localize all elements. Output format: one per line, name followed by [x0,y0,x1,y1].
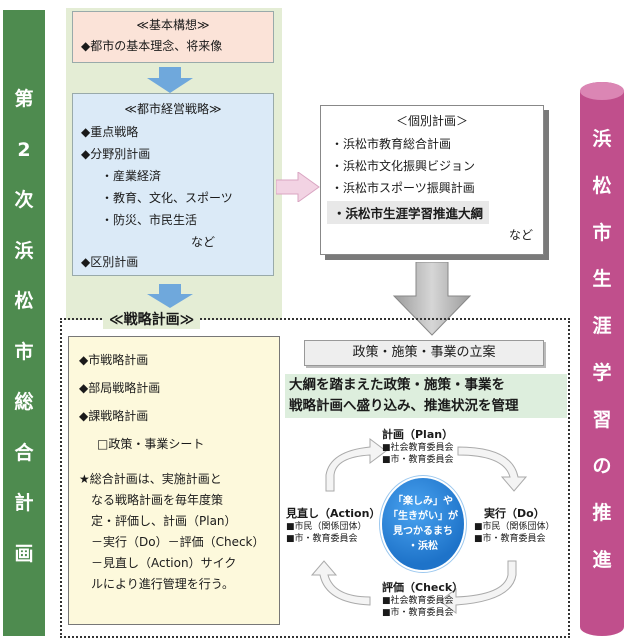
senryaku-note: ★総合計画は、実施計画と なる戦略計画を毎年度策 定・評価し、計画（Plan） … [79,469,269,595]
center-line: 「生きがい」が [388,511,458,522]
kobetsu-title: ＜個別計画＞ [395,114,468,128]
action-line: ■市民（関係団体） [286,522,367,532]
left_banner-char: 次 [14,189,34,212]
toshi-line: ◆区別計画 [81,255,139,269]
plan-title: 計画（Plan） [382,428,454,441]
kihon-title: ≪基本構想≫ [136,18,210,32]
right_banner-char: 浜 [592,128,612,150]
cycle-arrow-icon [457,446,528,492]
arrow-down-icon [147,67,193,93]
cycle-arrows [310,438,528,614]
center-line: 「楽しみ」や [393,496,453,507]
right_banner-char: 学 [592,361,612,384]
note-line: なる戦略計画を毎年度策 [91,493,224,507]
taiko-rest: へ盛り込み、推進状況を管理 [343,398,519,414]
left_banner-char: 浜 [14,239,34,262]
taiko-line1: 大綱を踏まえた政策・施策・事業を [289,377,505,393]
kobetsu-nado: など [508,228,533,242]
right_banner-char: の [592,455,612,478]
kobetsu-highlight: ・浜松市生涯学習推進大綱 [327,201,490,224]
kobetsu-item: ・浜松市文化振興ビジョン [331,159,476,173]
cycle-plan: 計画（Plan） ■社会教育委員会 ■市・教育委員会 [382,428,454,466]
center-oval: 「楽しみ」や 「生きがい」が 見つかるまち ・浜松 [382,478,464,570]
check-line: ■市・教育委員会 [382,608,454,618]
cycle-check: 評価（Check） ■社会教育委員会 ■市・教育委員会 [382,581,463,619]
taiko-text-box: 大綱を踏まえた政策・施策・事業を 戦略計画へ盛り込み、推進状況を管理 [285,374,567,418]
senryaku-line: ◆市戦略計画 [79,353,149,367]
right_banner-char: 市 [592,221,612,244]
left-vertical-banner: 第 2 次浜松市総合計画 [3,10,45,636]
senryaku-line: ◆部局戦略計画 [79,381,161,395]
plan-line: ■市・教育委員会 [382,455,454,465]
cycle-arrow-icon [310,560,371,606]
arrow-down-icon [147,284,193,308]
senryaku-line: □政策・事業シート [97,437,205,451]
action-title: 見直し（Action） [286,507,381,520]
kobetsu-item: ・浜松市教育総合計画 [331,137,452,151]
right_banner-char: 進 [592,548,612,571]
toshi-keiei-senryaku-box: ≪都市経営戦略≫ ◆重点戦略 ◆分野別計画 ・産業経済 ・教育、文化、スポーツ … [72,93,274,276]
right_banner-char: 推 [592,502,612,525]
left_banner-char: 画 [14,542,34,565]
left_banner-char: 市 [14,340,34,363]
senryaku-keikaku-box: ◆市戦略計画 ◆部局戦略計画 ◆課戦略計画 □政策・事業シート ★総合計画は、実… [68,336,280,625]
do-line: ■市民（関係団体） [474,522,555,532]
toshi-line: ・防災、市民生活 [101,213,198,227]
toshi-line: ◆分野別計画 [81,147,151,161]
right_banner-char: 松 [592,174,612,197]
kobetsu-keikaku-box: ＜個別計画＞ ・浜松市教育総合計画 ・浜松市文化振興ビジョン ・浜松市スポーツ振… [320,105,544,255]
toshi-line: ・教育、文化、スポーツ [101,191,233,205]
right-banner-text: 浜松市生涯学習の推進 [580,130,624,570]
note-line: －見直し（Action）サイク [91,556,237,570]
senryaku-dotted-frame [60,318,570,638]
center-line: ・浜松 [408,541,438,552]
center-line: 見つかるまち [393,526,453,537]
do-line: ■市・教育委員会 [474,534,546,544]
cycle-arrow-icon [439,560,517,614]
toshi-line: ◆重点戦略 [81,125,139,139]
note-line: ★総合計画は、実施計画と [79,472,222,486]
note-line: 定・評価し、計画（Plan） [91,514,237,528]
left_banner-char: 総 [14,391,34,414]
right_banner-char: 習 [592,408,612,431]
left_banner-char: 2 [17,138,31,161]
note-line: －実行（Do）－評価（Check） [91,535,265,549]
check-title: 評価（Check） [382,581,464,594]
senryaku-label: ≪戦略計画≫ [103,309,201,329]
senryaku-line: ◆課戦略計画 [79,409,149,423]
cycle-action: 見直し（Action） ■市民（関係団体） ■市・教育委員会 [286,507,380,545]
cycle-do: 実行（Do） ■市民（関係団体） ■市・教育委員会 [474,507,555,545]
left_banner-char: 第 [14,88,34,110]
kobetsu-item: ・浜松市スポーツ振興計画 [331,181,475,195]
toshi-title: ≪都市経営戦略≫ [124,102,222,116]
right_banner-char: 生 [592,268,612,291]
toshi-line: ・産業経済 [101,169,162,183]
cycle-arrow-icon [325,438,387,492]
check-line: ■社会教育委員会 [382,596,454,606]
left_banner-char: 計 [14,492,34,515]
right-cylinder-banner: 浜松市生涯学習の推進 [580,82,624,636]
plan-line: ■社会教育委員会 [382,443,454,453]
note-line: ルにより進行管理を行う。 [91,577,235,591]
seisaku-title-box: 政策・施策・事業の立案 [304,340,544,366]
left_banner-char: 合 [14,441,34,464]
arrow-down-icon [392,262,472,336]
kihon-item: ◆都市の基本理念、将来像 [81,39,223,53]
toshi-line: など [191,235,216,249]
kihon-kousou-box: ≪基本構想≫ ◆都市の基本理念、将来像 [72,11,274,63]
left_banner-char: 松 [14,290,34,313]
arrow-right-icon [276,172,320,202]
taiko-bold: 戦略計画 [289,398,343,414]
right_banner-char: 涯 [592,315,612,338]
action-line: ■市・教育委員会 [286,534,358,544]
seisaku-title: 政策・施策・事業の立案 [352,345,496,360]
do-title: 実行（Do） [484,507,545,520]
